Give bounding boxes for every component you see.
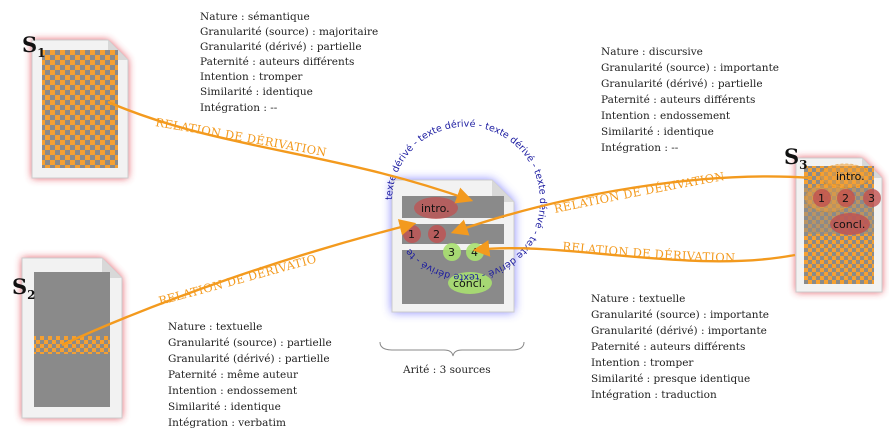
s3-segment-1: 1 — [818, 192, 825, 205]
derived-segment-3: 3 — [448, 246, 455, 259]
s3-letter: S — [784, 144, 799, 169]
arity-label: Arité : 3 sources — [402, 364, 491, 376]
s3-index: 3 — [799, 158, 807, 172]
prop-s1-intention: Intention : tromper — [200, 71, 303, 83]
s3-segment-2: 2 — [842, 192, 849, 205]
properties-s1: Nature : sémantique Granularité (source)… — [200, 11, 378, 114]
prop-s3b-paternite: Paternité : auteurs différents — [591, 341, 745, 353]
s3-intro-label: intro. — [836, 170, 865, 183]
prop-s1-integration: Intégration : -- — [200, 102, 278, 114]
derived-segment-1: 1 — [408, 228, 415, 241]
prop-s3a-nature: Nature : discursive — [601, 46, 703, 58]
relation-arrow-s3-top — [450, 175, 813, 236]
svg-text:S2: S2 — [12, 274, 36, 302]
prop-s3b-gran-source: Granularité (source) : importante — [591, 309, 769, 321]
prop-s3a-gran-derive: Granularité (dérivé) : partielle — [601, 78, 763, 90]
relation-label-s1-path: RELATION DE DÉRIVATION — [154, 115, 327, 159]
prop-s1-similarite: Similarité : identique — [200, 86, 313, 98]
prop-s2-gran-derive: Granularité (dérivé) : partielle — [168, 353, 330, 365]
derived-intro-label: intro. — [421, 202, 450, 215]
derived-concl-label: concl. — [453, 277, 485, 290]
source-document-s3: intro. 1 2 3 concl. S3 — [784, 144, 883, 293]
relation-label-s3-top-path: RELATION DE DÉRIVATION — [553, 169, 726, 216]
prop-s3a-gran-source: Granularité (source) : importante — [601, 62, 779, 74]
source-document-s2: S2 — [12, 257, 123, 419]
prop-s3a-similarite: Similarité : identique — [601, 126, 714, 138]
properties-s2: Nature : textuelle Granularité (source) … — [168, 321, 332, 429]
s1-index: 1 — [37, 46, 45, 60]
svg-text:S3: S3 — [784, 144, 808, 172]
s2-letter: S — [12, 274, 27, 299]
prop-s3b-integration: Intégration : traduction — [591, 389, 717, 401]
prop-s3a-intention: Intention : endossement — [601, 110, 731, 122]
relation-label-s3-bottom-path: RELATION DE DÉRIVATION — [562, 239, 736, 265]
prop-s1-paternite: Paternité : auteurs différents — [200, 56, 354, 68]
prop-s3b-gran-derive: Granularité (dérivé) : importante — [591, 325, 767, 337]
prop-s3b-similarite: Similarité : presque identique — [591, 373, 750, 385]
prop-s3a-paternite: Paternité : auteurs différents — [601, 94, 755, 106]
prop-s2-gran-source: Granularité (source) : partielle — [168, 337, 332, 349]
prop-s1-nature: Nature : sémantique — [200, 11, 310, 23]
relation-arrow-s2 — [61, 219, 417, 347]
relation-arrow-s3-bottom — [472, 240, 796, 263]
s2-index: 2 — [27, 288, 35, 302]
derived-segment-4: 4 — [471, 246, 478, 259]
svg-text:S1: S1 — [22, 32, 46, 60]
s3-segment-3: 3 — [868, 192, 875, 205]
prop-s1-gran-source: Granularité (source) : majoritaire — [200, 26, 378, 38]
source-document-s1: S1 — [22, 32, 129, 179]
prop-s2-similarite: Similarité : identique — [168, 401, 281, 413]
prop-s3b-intention: Intention : tromper — [591, 357, 694, 369]
derived-document: intro. 1 2 3 4 concl. — [391, 179, 515, 313]
properties-s3-bottom: Nature : textuelle Granularité (source) … — [591, 293, 769, 401]
properties-s3-top: Nature : discursive Granularité (source)… — [601, 46, 779, 154]
prop-s2-integration: Intégration : verbatim — [168, 417, 286, 429]
s1-letter: S — [22, 32, 37, 57]
prop-s1-gran-derive: Granularité (dérivé) : partielle — [200, 41, 362, 53]
relation-label-s3-bottom: RELATION DE DÉRIVATION — [562, 239, 736, 265]
arity-brace — [379, 341, 525, 357]
s3-concl-label: concl. — [833, 218, 865, 231]
prop-s2-nature: Nature : textuelle — [168, 321, 262, 333]
relation-label-s3-top: RELATION DE DÉRIVATION — [553, 169, 726, 216]
prop-s2-intention: Intention : endossement — [168, 385, 298, 397]
prop-s3b-nature: Nature : textuelle — [591, 293, 685, 305]
relation-arrow-s1 — [107, 100, 474, 204]
derived-segment-2: 2 — [433, 228, 440, 241]
relation-label-s1: RELATION DE DÉRIVATION — [154, 115, 327, 159]
prop-s2-paternite: Paternité : même auteur — [168, 369, 299, 381]
prop-s3a-integration: Intégration : -- — [601, 142, 679, 154]
